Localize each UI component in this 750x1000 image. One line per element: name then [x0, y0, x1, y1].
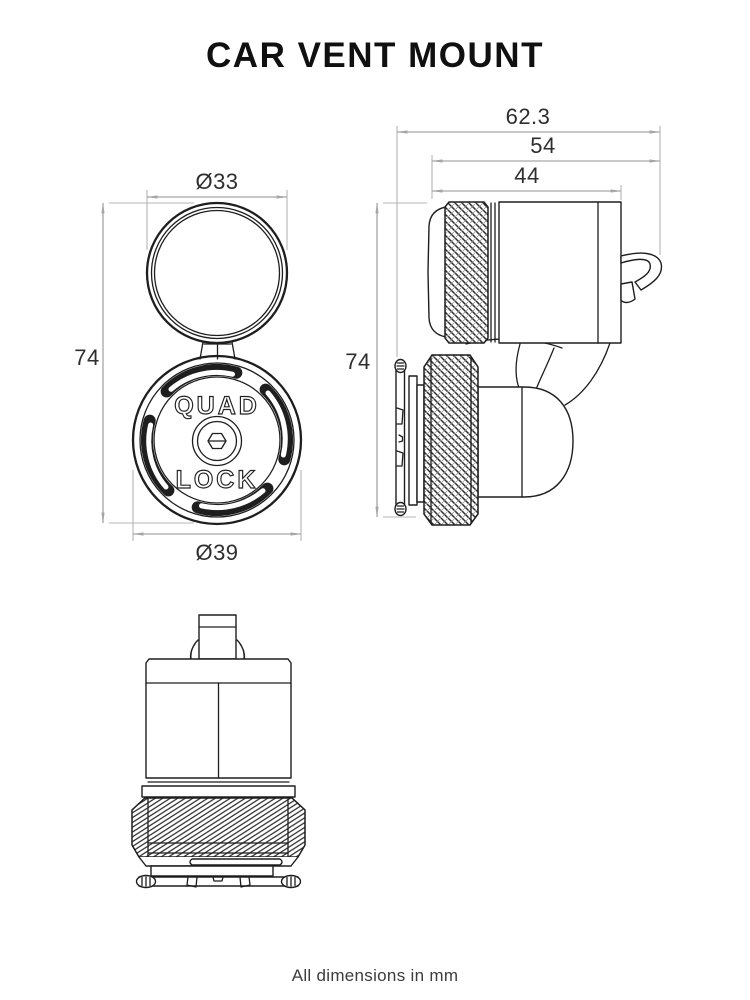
dim-label-d33: Ø33	[195, 169, 238, 194]
units-note: All dimensions in mm	[291, 966, 459, 985]
dim-overall-depth: 62.3	[396, 104, 661, 357]
base-and-feet	[135, 856, 302, 889]
vent-clip-hook	[620, 252, 663, 304]
dim-label-54: 54	[530, 133, 555, 158]
mount-head-side	[394, 354, 574, 526]
logo-lock: LOCK	[176, 466, 259, 494]
logo-quad: QUAD	[174, 392, 260, 420]
mount-face-plate	[394, 358, 407, 517]
center-screw	[191, 415, 243, 467]
knurl-ring-lower	[423, 354, 479, 526]
knurl-ring-upper	[444, 201, 489, 344]
dim-label-74-side: 74	[345, 349, 370, 374]
dim-mid-depth: 54	[431, 133, 661, 199]
dim-height-front: 74	[74, 202, 194, 524]
page-title: CAR VENT MOUNT	[206, 36, 544, 75]
dim-label-44: 44	[514, 163, 539, 188]
tab	[189, 614, 246, 660]
bottom-view	[131, 614, 306, 889]
mount-head-front: QUAD LOCK	[131, 354, 303, 526]
dim-body-depth: 44	[431, 163, 622, 200]
dim-diameter-top: Ø33	[146, 169, 288, 250]
dim-diameter-head: Ø39	[132, 470, 302, 565]
body-bottom-view	[141, 658, 296, 798]
side-view: 62.3 54 44 74	[345, 104, 663, 526]
vent-barrel-side	[427, 201, 663, 344]
dome	[477, 386, 574, 498]
knurl-ring-bottom	[131, 797, 306, 858]
front-view: QUAD LOCK Ø33 74	[74, 169, 303, 565]
dim-label-d39: Ø39	[195, 540, 238, 565]
dim-label-62-3: 62.3	[506, 104, 551, 129]
dim-label-74-front: 74	[74, 345, 99, 370]
vent-ring-front	[145, 201, 289, 345]
lock-slot-highlights	[146, 369, 288, 511]
dim-height-side: 74	[345, 202, 427, 518]
hinge	[199, 341, 236, 360]
